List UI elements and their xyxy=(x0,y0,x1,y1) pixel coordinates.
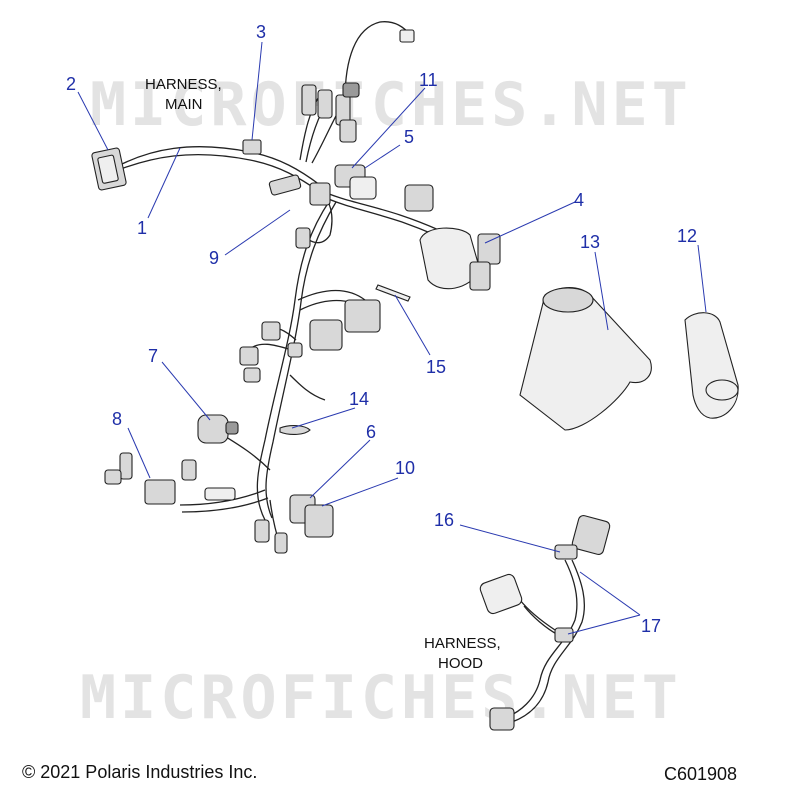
leader-lines xyxy=(77,41,707,635)
connector-2 xyxy=(91,147,127,191)
clip-15 xyxy=(375,284,411,302)
clip-3 xyxy=(242,139,262,155)
relay-4 xyxy=(404,184,501,291)
clip-14 xyxy=(279,425,311,435)
harness-main-line2: MAIN xyxy=(165,96,203,113)
diagram-code: C601908 xyxy=(664,764,738,784)
connector-5-11 xyxy=(334,164,377,200)
callouts: 1 2 3 4 5 6 7 8 9 10 11 12 13 14 15 16 1… xyxy=(66,22,697,636)
callout-11: 11 xyxy=(419,70,438,90)
top-connectors xyxy=(301,29,415,143)
harness-hood-line1: HARNESS, xyxy=(424,635,501,652)
connector-8 xyxy=(104,452,236,505)
callout-9: 9 xyxy=(209,248,219,268)
callout-16: 16 xyxy=(434,510,454,530)
harness-hood-label: HARNESS, HOOD xyxy=(424,635,501,672)
callout-8: 8 xyxy=(112,409,122,429)
harness-main-label: HARNESS, MAIN xyxy=(145,76,222,113)
callout-14: 14 xyxy=(349,389,369,409)
connector-6-10 xyxy=(254,494,334,554)
sensor-7 xyxy=(197,414,239,444)
watermark-bottom: MICROFICHES.NET xyxy=(80,663,682,733)
mid-connectors xyxy=(239,299,381,383)
watermark-top: MICROFICHES.NET xyxy=(90,70,692,140)
callout-10: 10 xyxy=(395,458,415,478)
harness-hood-line2: HOOD xyxy=(438,655,483,672)
callout-3: 3 xyxy=(256,22,266,42)
sleeve-12 xyxy=(684,312,739,419)
callout-13: 13 xyxy=(580,232,600,252)
callout-4: 4 xyxy=(574,190,584,210)
callout-7: 7 xyxy=(148,346,158,366)
callout-17: 17 xyxy=(641,616,661,636)
hood-harness xyxy=(479,515,611,731)
callout-6: 6 xyxy=(366,422,376,442)
callout-1: 1 xyxy=(137,218,147,238)
cover-13 xyxy=(519,286,652,431)
callout-15: 15 xyxy=(426,357,446,377)
clip-9 xyxy=(268,174,302,196)
callout-5: 5 xyxy=(404,127,414,147)
harness-main-line1: HARNESS, xyxy=(145,76,222,93)
callout-12: 12 xyxy=(677,226,697,246)
callout-2: 2 xyxy=(66,74,76,94)
copyright-text: © 2021 Polaris Industries Inc. xyxy=(22,762,258,782)
